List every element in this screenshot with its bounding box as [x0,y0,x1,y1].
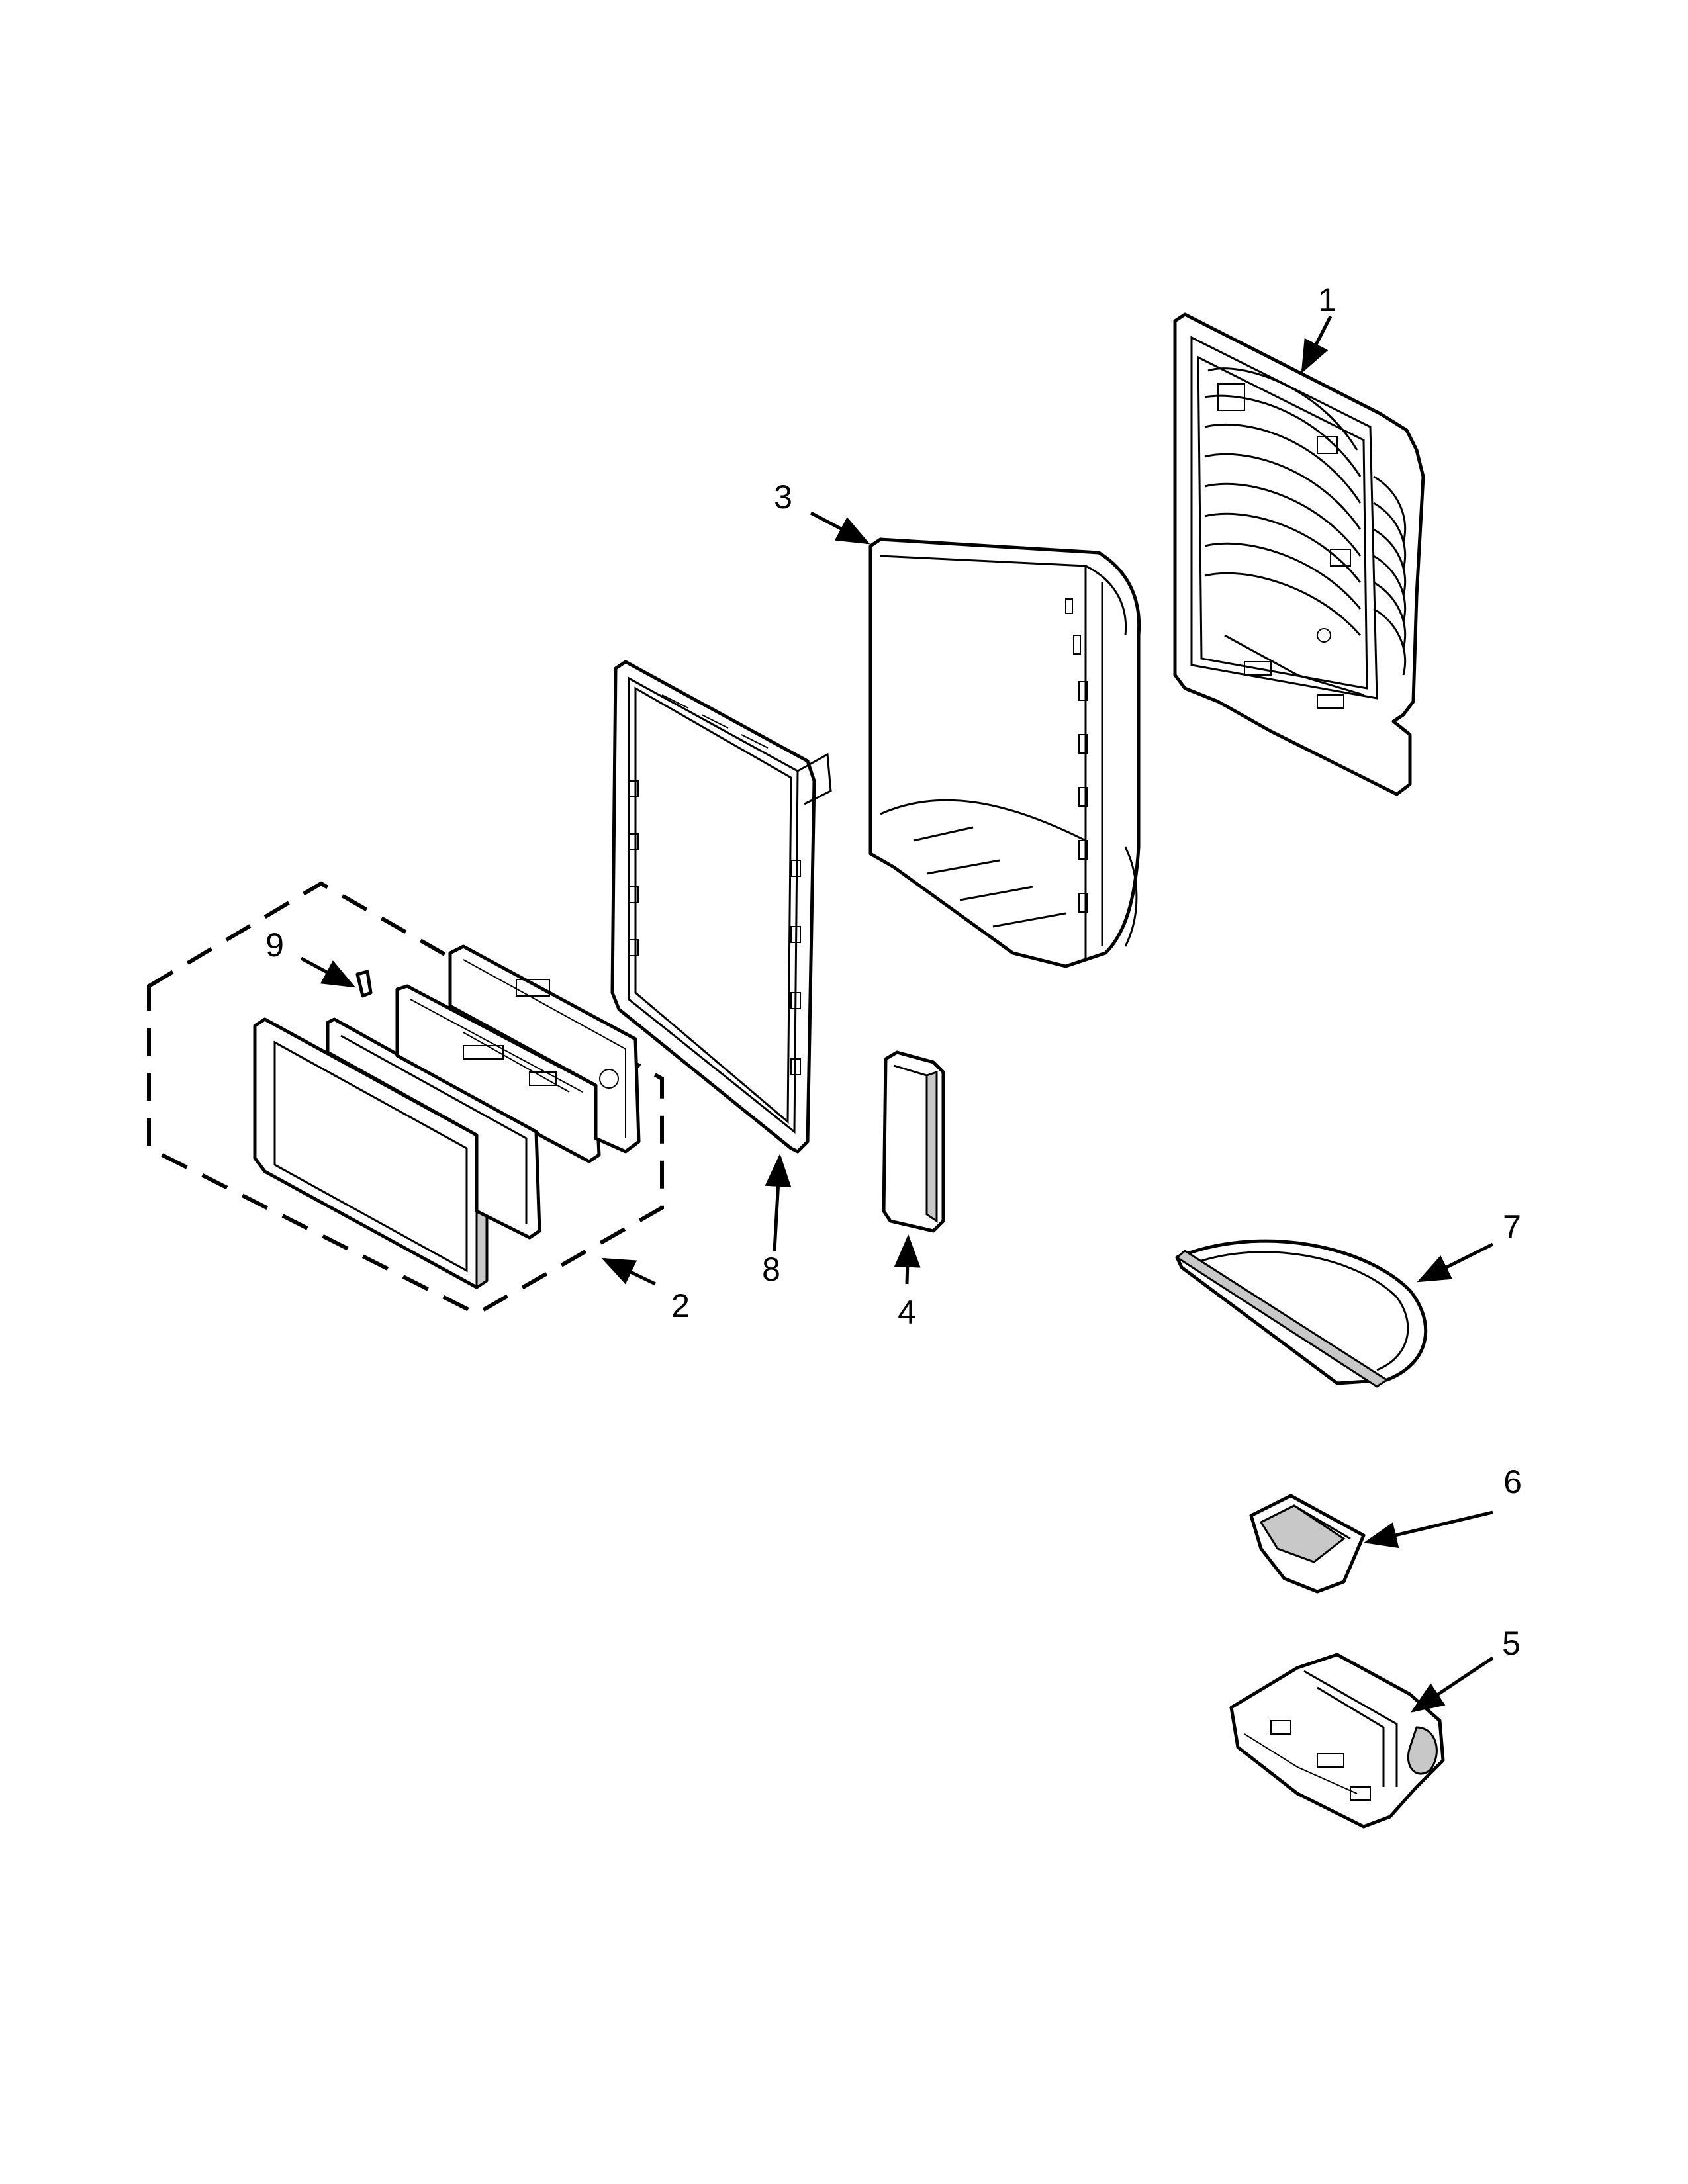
part-3-ice-guide [868,537,1141,968]
leader-lines [300,315,1494,1713]
leader-7 [1417,1242,1494,1283]
leader-6 [1364,1510,1493,1549]
leader-9 [300,956,356,988]
callout-3: 3 [774,478,792,516]
callout-4: 4 [898,1294,916,1331]
callout-1: 1 [1318,281,1336,318]
callout-7: 7 [1503,1208,1521,1246]
part-4-trim-piece [882,1050,945,1233]
part-5-actuator-assembly [1229,1653,1445,1829]
callout-2: 2 [671,1287,690,1324]
leader-3 [810,511,870,545]
part-9-clip [355,970,373,998]
callout-labels: 1 2 3 4 5 6 7 8 9 [265,281,1522,1662]
leader-5 [1410,1656,1494,1713]
callout-9: 9 [265,927,284,964]
part-2-dashed-group-outline [147,881,664,1316]
leader-8 [765,1154,792,1251]
part-8-frame [610,660,832,1154]
leader-4 [894,1234,921,1285]
part-6-cup [1249,1494,1366,1594]
part-7-drip-tray [1175,1239,1427,1388]
callout-5: 5 [1502,1625,1521,1662]
leader-2 [601,1257,657,1286]
callout-8: 8 [762,1251,780,1288]
callout-6: 6 [1503,1463,1522,1500]
part-1-dispenser-housing [1173,312,1425,796]
leader-1 [1301,315,1333,374]
part-2-control-panel [253,944,641,1289]
